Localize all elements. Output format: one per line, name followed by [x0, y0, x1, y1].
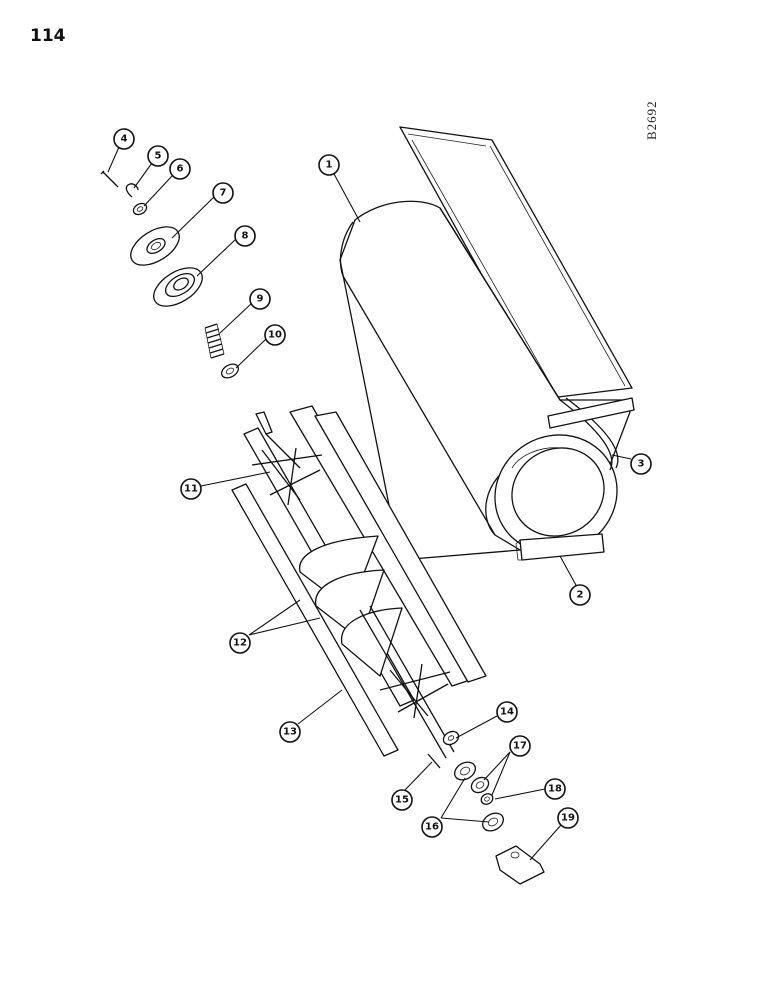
svg-text:16: 16	[425, 822, 439, 833]
svg-text:9: 9	[257, 294, 264, 305]
svg-text:5: 5	[155, 151, 162, 162]
spring-part-9	[204, 323, 225, 359]
callout-10: 10	[264, 324, 286, 346]
washer-part-6	[132, 202, 148, 216]
svg-text:2: 2	[577, 590, 584, 601]
svg-text:3: 3	[638, 459, 645, 470]
svg-text:17: 17	[513, 741, 527, 752]
snap-ring-part-5	[125, 183, 139, 198]
callout-15: 15	[391, 789, 413, 811]
page-number: 114	[30, 26, 66, 46]
bearing-flange-part-16-upper	[454, 761, 476, 781]
callout-6: 6	[169, 158, 191, 180]
svg-text:8: 8	[242, 231, 249, 242]
drum-housing	[339, 126, 635, 561]
callout-7: 7	[212, 182, 234, 204]
callout-16: 16	[421, 816, 443, 838]
callout-9: 9	[249, 288, 271, 310]
bearing-flange-part-16-lower	[482, 812, 504, 832]
bearing-part-14	[442, 730, 460, 746]
svg-text:4: 4	[121, 134, 128, 145]
svg-text:1: 1	[326, 160, 333, 171]
washer-part-10	[220, 363, 240, 379]
svg-text:13: 13	[283, 727, 297, 738]
callout-5: 5	[147, 145, 169, 167]
callout-2: 2	[569, 584, 591, 606]
callout-13: 13	[279, 721, 301, 743]
callout-4: 4	[113, 128, 135, 150]
callout-8: 8	[234, 225, 256, 247]
pin-part-4	[100, 170, 119, 188]
callout-1: 1	[318, 154, 340, 176]
callout-19: 19	[557, 807, 579, 829]
leader-lines	[107, 146, 632, 861]
callout-17: 17	[509, 735, 531, 757]
collar-part-18	[480, 793, 494, 805]
svg-text:10: 10	[268, 330, 282, 341]
svg-text:6: 6	[177, 164, 184, 175]
callout-14: 14	[496, 701, 518, 723]
svg-text:14: 14	[500, 707, 514, 718]
callout-3: 3	[630, 453, 652, 475]
callout-12: 12	[229, 632, 251, 654]
rotor-assembly	[231, 405, 487, 769]
svg-text:7: 7	[220, 188, 227, 199]
callout-18: 18	[544, 778, 566, 800]
svg-text:18: 18	[548, 784, 562, 795]
plate-part-19	[495, 845, 545, 885]
pulley-half-part-7	[130, 226, 180, 266]
svg-text:15: 15	[395, 795, 409, 806]
svg-text:19: 19	[561, 813, 575, 824]
svg-text:11: 11	[184, 484, 198, 495]
svg-text:12: 12	[233, 638, 247, 649]
bearing-part-17	[470, 776, 490, 794]
callout-11: 11	[180, 478, 202, 500]
pulley-part-8	[153, 267, 203, 307]
